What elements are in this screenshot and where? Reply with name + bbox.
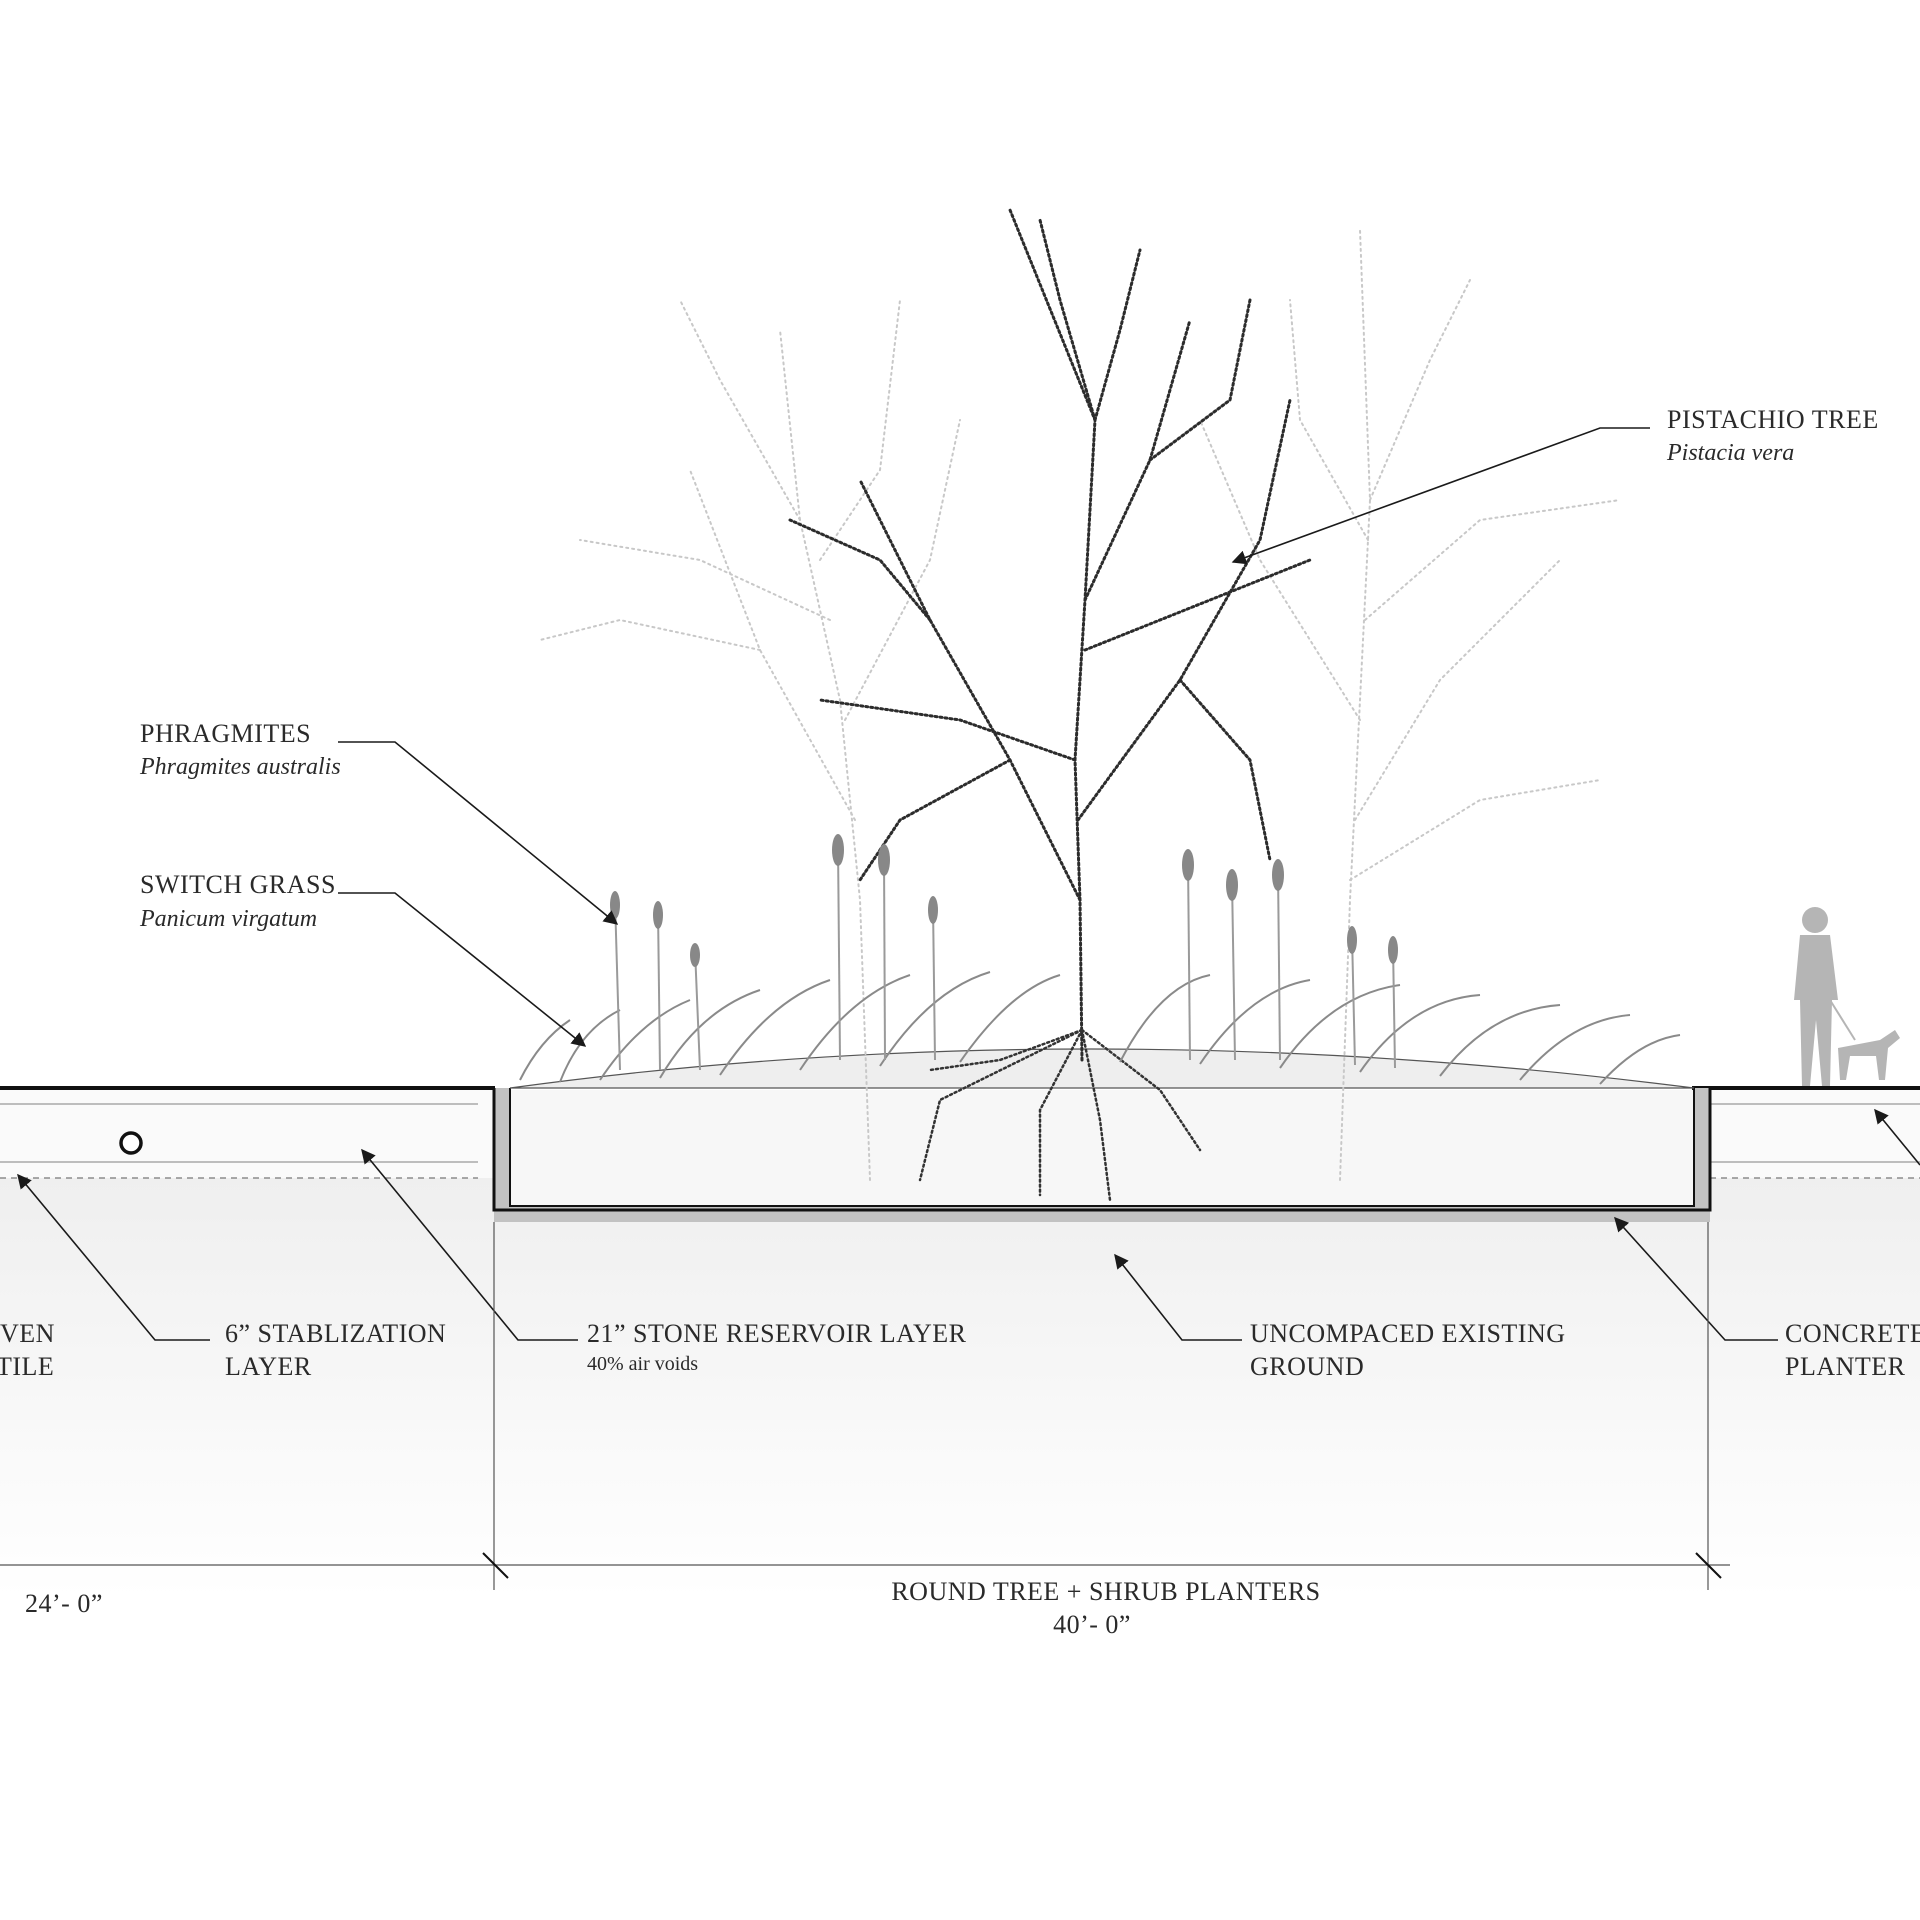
dimension-center-value: 40’- 0” [1053,1610,1131,1639]
stabilization-line2: LAYER [225,1352,312,1381]
label-existing-ground: UNCOMPACED EXISTING GROUND [1250,1319,1566,1381]
phragmites [610,834,1398,1071]
dimension-center-title: ROUND TREE + SHRUB PLANTERS [891,1577,1320,1606]
pistachio-sci: Pistacia vera [1666,440,1794,466]
label-concrete-planter: CONCRETE PLANTER [1785,1319,1920,1381]
stone-line2: 40% air voids [587,1353,698,1375]
switch-grass [519,971,1681,1085]
label-phragmites: PHRAGMITES Phragmites australis [139,719,341,780]
person-with-dog-silhouette [1794,907,1900,1086]
label-stabilization: 6” STABLIZATION LAYER [225,1319,446,1381]
concrete-planter [492,1088,1712,1222]
label-pistachio-tree: PISTACHIO TREE Pistacia vera [1666,405,1879,466]
soil-profile [0,1088,1920,1598]
pistachio-name: PISTACHIO TREE [1667,405,1879,434]
phragmites-sci: Phragmites australis [139,754,341,780]
label-switch-grass: SWITCH GRASS Panicum virgatum [139,870,336,932]
drain-pipe [119,1131,143,1155]
planting-mound [509,1048,1695,1089]
dimension-lines [0,1222,1730,1590]
stone-line1: 21” STONE RESERVOIR LAYER [587,1319,967,1348]
ground-line1: UNCOMPACED EXISTING [1250,1319,1566,1348]
concrete-line2: PLANTER [1785,1352,1906,1381]
woven-line1: VEN [0,1319,55,1348]
label-stone-reservoir: 21” STONE RESERVOIR LAYER 40% air voids [587,1319,967,1375]
stabilization-line1: 6” STABLIZATION [225,1319,446,1348]
background-tree-right [1199,229,1621,1181]
woven-line2: TILE [0,1352,54,1381]
pistachio-tree [788,208,1312,1062]
switch-grass-name: SWITCH GRASS [140,870,336,899]
phragmites-name: PHRAGMITES [140,719,311,748]
dimension-left-value: 24’- 0” [25,1589,103,1618]
label-woven-textile: VEN TILE [0,1319,55,1381]
tree-roots [918,1028,1202,1202]
leader-lines [17,427,1920,1341]
concrete-line1: CONCRETE [1785,1319,1920,1348]
background-tree-left [539,299,961,1181]
ground-line2: GROUND [1250,1352,1364,1381]
switch-grass-sci: Panicum virgatum [139,906,317,932]
